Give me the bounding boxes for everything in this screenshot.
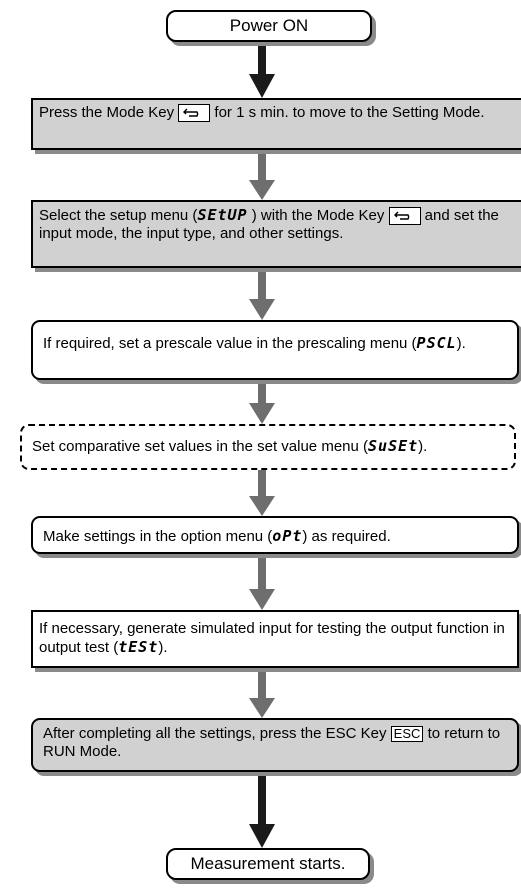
arrow-step6-to-step7	[249, 668, 275, 718]
output-test-code: tESt	[118, 638, 159, 656]
step1-text-pre: Press the Mode Key	[39, 104, 175, 121]
step2-text-mid: ) with the Mode Key	[251, 207, 385, 224]
step6-text-pre: If necessary, generate simulated input f…	[39, 620, 505, 656]
step5-text-pre: Make settings in the option menu (	[43, 528, 273, 545]
step3-text-post: ).	[456, 335, 466, 352]
arrow-start-to-step1	[249, 42, 275, 98]
step1-text-post: for 1 s min. to move to the Setting Mode…	[214, 104, 485, 121]
step4-box: Set comparative set values in the set va…	[20, 424, 516, 470]
step3-box: If required, set a prescale value in the…	[31, 320, 519, 380]
step6-box: If necessary, generate simulated input f…	[31, 610, 519, 668]
mode-key-icon	[178, 104, 211, 123]
arrow-step3-to-step4	[249, 380, 275, 424]
step5-text-post: ) as required.	[302, 528, 391, 545]
step1-box: Press the Mode Key for 1 s min. to move …	[31, 98, 521, 150]
setup-menu-code: SEtUP	[197, 206, 248, 224]
step2-text-pre: Select the setup menu (	[39, 207, 198, 224]
prescale-menu-code: PSCL	[416, 334, 457, 352]
end-terminal: Measurement starts.	[166, 848, 370, 880]
end-label: Measurement starts.	[190, 854, 346, 873]
option-menu-code: oPt	[272, 527, 303, 545]
arrow-step1-to-step2	[249, 150, 275, 200]
mode-key-icon	[388, 207, 421, 226]
step6-text-post: ).	[158, 639, 168, 656]
step7-text-post: to return to RUN Mode.	[43, 725, 501, 760]
step7-text-pre: After completing all the settings, press…	[43, 725, 387, 742]
arrow-step7-to-end	[249, 772, 275, 848]
step3-text-pre: If required, set a prescale value in the…	[43, 335, 417, 352]
step4-text-post: ).	[418, 438, 428, 455]
arrow-step4-to-step5	[249, 470, 275, 516]
start-label: Power ON	[229, 16, 309, 35]
arrow-step2-to-step3	[249, 268, 275, 320]
step7-box: After completing all the settings, press…	[31, 718, 519, 772]
start-terminal: Power ON	[166, 10, 372, 42]
step2-box: Select the setup menu (SEtUP ) with the …	[31, 200, 521, 268]
step4-text-pre: Set comparative set values in the set va…	[32, 438, 369, 455]
step2-text-post: and set the input mode, the input type, …	[39, 207, 499, 243]
esc-key-icon: ESC	[390, 726, 424, 743]
step5-box: Make settings in the option menu (oPt) a…	[31, 516, 519, 554]
set-value-menu-code: SuSEt	[368, 437, 419, 455]
arrow-step5-to-step6	[249, 554, 275, 610]
